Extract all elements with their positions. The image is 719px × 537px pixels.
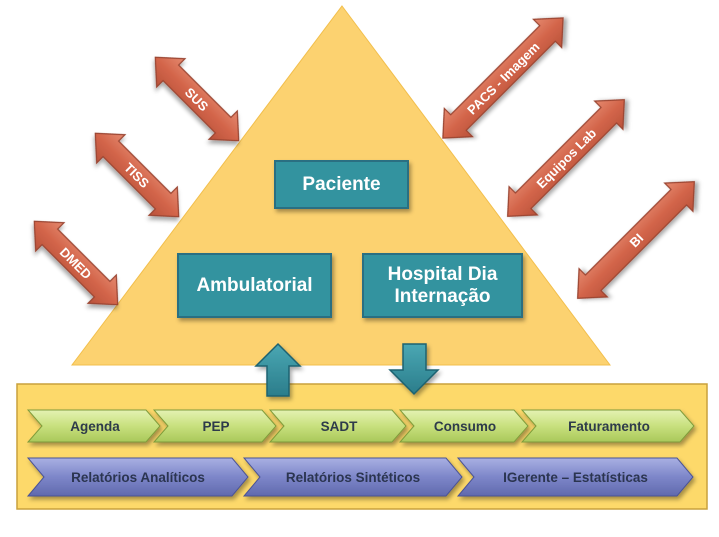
chevron-pep[interactable] xyxy=(152,409,277,443)
chevron-faturamento[interactable] xyxy=(520,409,695,443)
hospital-box[interactable]: Hospital Dia Internação xyxy=(362,253,523,318)
chevron-sadt[interactable] xyxy=(268,409,407,443)
paciente-label: Paciente xyxy=(302,173,381,195)
chevron-igerente-estatisticas[interactable] xyxy=(456,457,694,497)
hospital-label-line1: Hospital Dia xyxy=(387,263,498,285)
process-chevron-row xyxy=(26,409,695,443)
bi-double-arrow[interactable] xyxy=(564,168,709,313)
report-chevron-row xyxy=(26,457,694,497)
chevron-relatorios-sinteticos[interactable] xyxy=(242,457,463,497)
ambulatorial-box[interactable]: Ambulatorial xyxy=(177,253,332,318)
pacs-double-arrow[interactable] xyxy=(429,4,577,152)
up-arrow-icon xyxy=(254,342,302,397)
down-arrow-icon xyxy=(388,343,440,396)
equipos-double-arrow[interactable] xyxy=(494,86,639,231)
tiss-double-arrow[interactable] xyxy=(81,119,193,231)
chevron-relatorios-analiticos[interactable] xyxy=(26,457,249,497)
chevron-agenda[interactable] xyxy=(26,409,161,443)
ambulatorial-label: Ambulatorial xyxy=(196,274,313,296)
paciente-box[interactable]: Paciente xyxy=(274,160,409,209)
sus-double-arrow[interactable] xyxy=(141,43,253,155)
chevron-consumo[interactable] xyxy=(398,409,529,443)
dmed-double-arrow[interactable] xyxy=(20,207,132,319)
hospital-label-line2: Internação xyxy=(394,285,491,307)
